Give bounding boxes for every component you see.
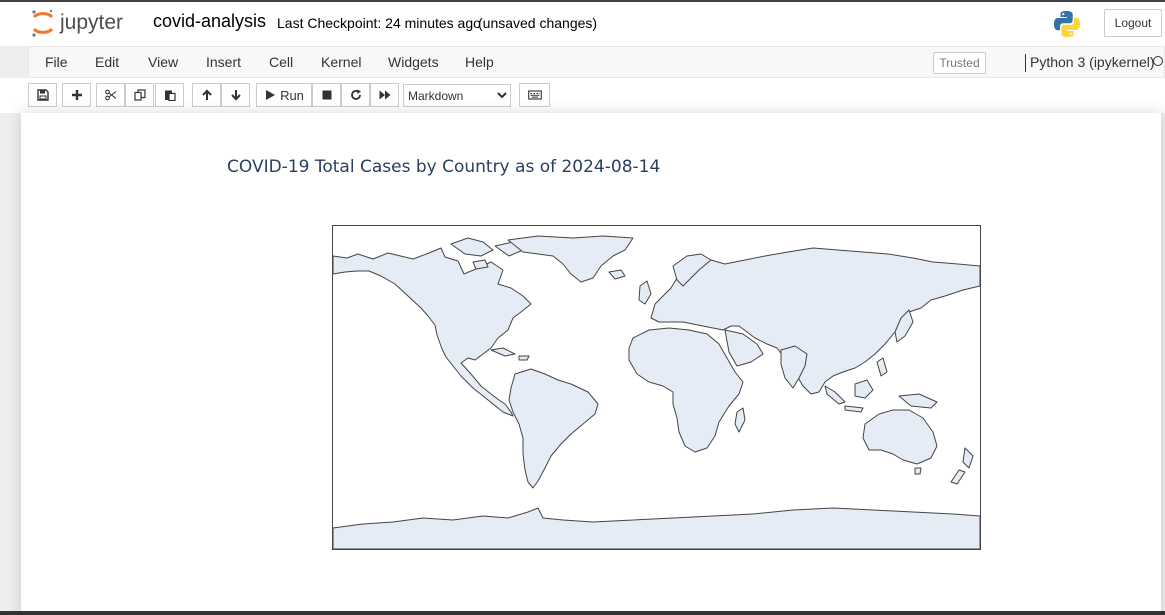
save-button[interactable] <box>28 83 57 107</box>
play-icon <box>266 90 276 100</box>
new-zealand-landmass <box>950 469 966 485</box>
new-guinea-landmass <box>898 393 938 409</box>
restart-button[interactable] <box>341 83 370 107</box>
paste-button[interactable] <box>155 83 184 107</box>
north-america-landmass <box>333 247 532 417</box>
restart-icon <box>350 89 361 100</box>
uk-landmass <box>638 280 652 305</box>
autosave-status: (unsaved changes) <box>478 15 598 31</box>
greenland-landmass <box>507 235 634 283</box>
chart-title: COVID-19 Total Cases by Country as of 20… <box>227 157 661 177</box>
save-icon <box>36 89 49 101</box>
jupyter-logo[interactable]: jupyter <box>30 8 145 38</box>
borneo-landmass <box>854 379 874 399</box>
checkpoint-status: Last Checkpoint: 24 minutes ago <box>277 15 481 31</box>
bottom-border <box>0 611 1165 615</box>
trusted-indicator[interactable]: Trusted <box>933 52 986 74</box>
philippines-landmass <box>876 357 888 377</box>
scissors-icon <box>104 89 116 101</box>
south-america-landmass <box>508 368 599 489</box>
australia-landmass <box>862 409 938 465</box>
menu-view[interactable]: View <box>148 54 179 70</box>
tasmania-landmass <box>914 467 922 475</box>
japan-landmass <box>894 309 914 343</box>
new-zealand-landmass <box>962 447 974 469</box>
logout-button[interactable]: Logout <box>1104 9 1162 37</box>
kernel-name: Python 3 (ipykernel) <box>1025 54 1155 72</box>
menu-cell[interactable]: Cell <box>269 54 294 70</box>
menu-insert[interactable]: Insert <box>206 54 242 70</box>
menu-edit[interactable]: Edit <box>95 54 120 70</box>
run-button-label: Run <box>280 87 304 103</box>
paste-icon <box>164 90 176 101</box>
header: jupyter covid-analysis Last Checkpoint: … <box>0 0 1165 46</box>
menu-widgets[interactable]: Widgets <box>388 54 439 70</box>
antarctica-landmass <box>333 507 980 549</box>
notebook-area[interactable]: COVID-19 Total Cases by Country as of 20… <box>0 113 1165 615</box>
india-landmass <box>780 345 808 389</box>
iceland-landmass <box>608 269 626 280</box>
notebook-container[interactable]: COVID-19 Total Cases by Country as of 20… <box>21 113 1161 615</box>
madagascar-landmass <box>734 407 746 433</box>
world-map[interactable] <box>332 225 981 550</box>
command-palette-button[interactable] <box>519 83 550 107</box>
restart-run-all-button[interactable] <box>370 83 399 107</box>
insert-cell-button[interactable] <box>62 83 91 107</box>
stop-icon <box>322 90 331 100</box>
arrow-down-icon <box>230 90 241 101</box>
africa-landmass <box>628 327 744 453</box>
arctic-islands-landmass <box>450 237 494 257</box>
caribbean-islands-landmass <box>490 347 516 357</box>
copy-button[interactable] <box>125 83 154 107</box>
jupyter-logo-icon: jupyter <box>32 9 123 37</box>
plus-icon <box>71 90 82 100</box>
arrow-up-icon <box>201 89 212 100</box>
move-down-button[interactable] <box>221 83 250 107</box>
menu-kernel[interactable]: Kernel <box>321 54 362 70</box>
caribbean-islands-landmass <box>518 355 530 361</box>
python-logo-icon <box>1052 9 1082 39</box>
interrupt-button[interactable] <box>312 83 341 107</box>
arctic-island-landmass <box>472 259 489 270</box>
keyboard-icon <box>527 90 542 100</box>
toolbar: Run Markdown <box>0 78 1165 113</box>
sumatra-landmass <box>824 385 846 405</box>
java-landmass <box>844 405 864 413</box>
notebook-name[interactable]: covid-analysis <box>153 11 267 31</box>
menubar: File Edit View Insert Cell Kernel Widget… <box>28 46 1165 78</box>
menu-help[interactable]: Help <box>465 54 494 70</box>
menu-file[interactable]: File <box>45 54 68 70</box>
cell-type-select[interactable]: Markdown <box>403 84 511 107</box>
run-button[interactable]: Run <box>256 83 312 107</box>
arabian-peninsula-landmass <box>724 329 764 367</box>
fast-forward-icon <box>379 90 390 100</box>
kernel-idle-indicator-icon <box>1153 56 1163 66</box>
logo-text: jupyter <box>59 11 123 34</box>
copy-icon <box>133 89 146 101</box>
scandinavia-landmass <box>672 253 712 287</box>
cut-button[interactable] <box>96 83 125 107</box>
move-up-button[interactable] <box>192 83 221 107</box>
